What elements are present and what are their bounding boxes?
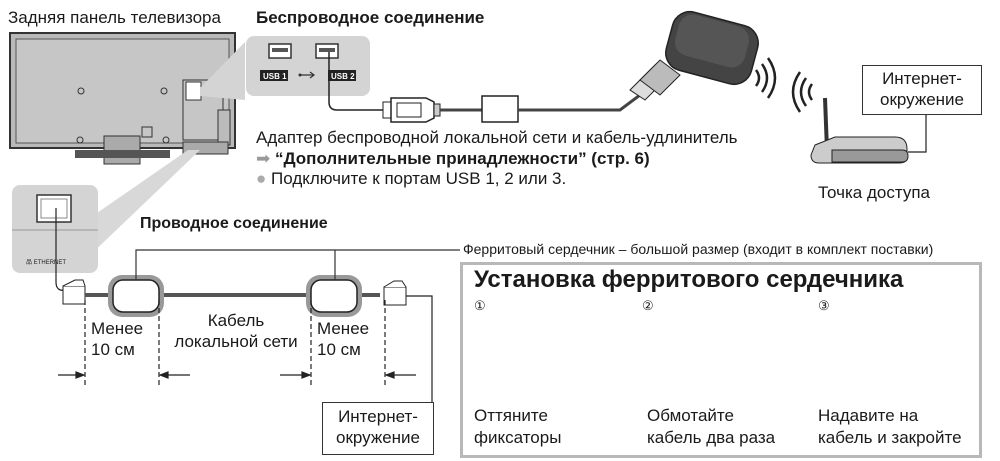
- step3-number: ③: [818, 298, 830, 313]
- wired-title: Проводное соединение: [140, 215, 328, 232]
- reference-link[interactable]: “Дополнительные принадлежности” (стр. 6): [274, 149, 650, 168]
- network-icon: 品: [26, 260, 33, 266]
- wifi-waves-router-icon: [791, 71, 814, 113]
- wifi-waves-adapter-icon: [754, 57, 777, 99]
- ethernet-port-callout: [12, 185, 98, 273]
- bullet-icon: ●: [256, 169, 267, 188]
- access-point-label: Точка доступа: [818, 183, 930, 202]
- ferrite-install-title: Установка ферритового сердечника: [474, 266, 904, 293]
- usb-port-callout: [246, 36, 370, 96]
- step3-caption-line2: кабель и закройте: [818, 428, 962, 447]
- arrow-right-icon: ➡: [256, 149, 271, 168]
- usb-bullet: ● Подключите к портам USB 1, 2 или 3.: [256, 169, 566, 189]
- cable-label-line2: локальной сети: [174, 332, 298, 351]
- left-distance-line2: 10 см: [91, 340, 135, 359]
- step3-caption: Надавите на кабель и закройте: [818, 405, 962, 449]
- wired-internet-line2: окружение: [335, 428, 420, 447]
- step1-caption-line2: фиксаторы: [474, 428, 562, 447]
- right-distance-label: Менее 10 см: [317, 318, 369, 360]
- tv-back-panel: [9, 32, 236, 165]
- step1-caption-line1: Оттяните: [474, 406, 548, 425]
- cable-label-line1: Кабель: [207, 311, 265, 330]
- step2-caption: Обмотайте кабель два раза: [647, 405, 775, 449]
- wireless-internet-box: Интернет- окружение: [862, 65, 982, 115]
- step1-caption: Оттяните фиксаторы: [474, 405, 561, 449]
- reference-line: ➡ “Дополнительные принадлежности” (стр. …: [256, 149, 650, 169]
- internet-box-line2: окружение: [879, 90, 964, 109]
- step2-caption-line2: кабель два раза: [647, 428, 776, 447]
- adapter-description: Адаптер беспроводной локальной сети и ка…: [256, 128, 738, 147]
- step1-number: ①: [474, 298, 486, 313]
- step2-number: ②: [642, 298, 654, 313]
- ferrite-core-left: [108, 275, 164, 317]
- wireless-adapter: [629, 10, 759, 101]
- ferrite-note: Ферритовый сердечник – большой размер (в…: [463, 241, 934, 257]
- dimension-arrows: [58, 371, 416, 379]
- ferrite-core-right: [306, 275, 362, 317]
- right-distance-line2: 10 см: [317, 340, 361, 359]
- wireless-title: Беспроводное соединение: [256, 8, 485, 27]
- right-distance-line1: Менее: [317, 319, 370, 338]
- left-distance-line1: Менее: [91, 319, 144, 338]
- ethernet-label: 品 ETHERNET: [26, 260, 67, 266]
- left-distance-label: Менее 10 см: [91, 318, 143, 360]
- usb1-label: USB 1: [263, 72, 287, 81]
- internet-box-line1: Интернет-: [882, 69, 962, 88]
- step2-caption-line1: Обмотайте: [647, 406, 734, 425]
- usb2-label: USB 2: [331, 72, 355, 81]
- step3-caption-line1: Надавите на: [818, 406, 919, 425]
- usb-bullet-text: Подключите к портам USB 1, 2 или 3.: [271, 169, 567, 188]
- dimension-lines: [84, 300, 386, 388]
- wired-internet-box: Интернет- окружение: [322, 402, 434, 455]
- cable-label: Кабель локальной сети: [163, 310, 309, 352]
- ferrite-install-panel: [460, 262, 982, 458]
- wired-internet-line1: Интернет-: [338, 407, 418, 426]
- tv-back-title: Задняя панель телевизора: [8, 8, 221, 27]
- access-point-router: [810, 97, 909, 164]
